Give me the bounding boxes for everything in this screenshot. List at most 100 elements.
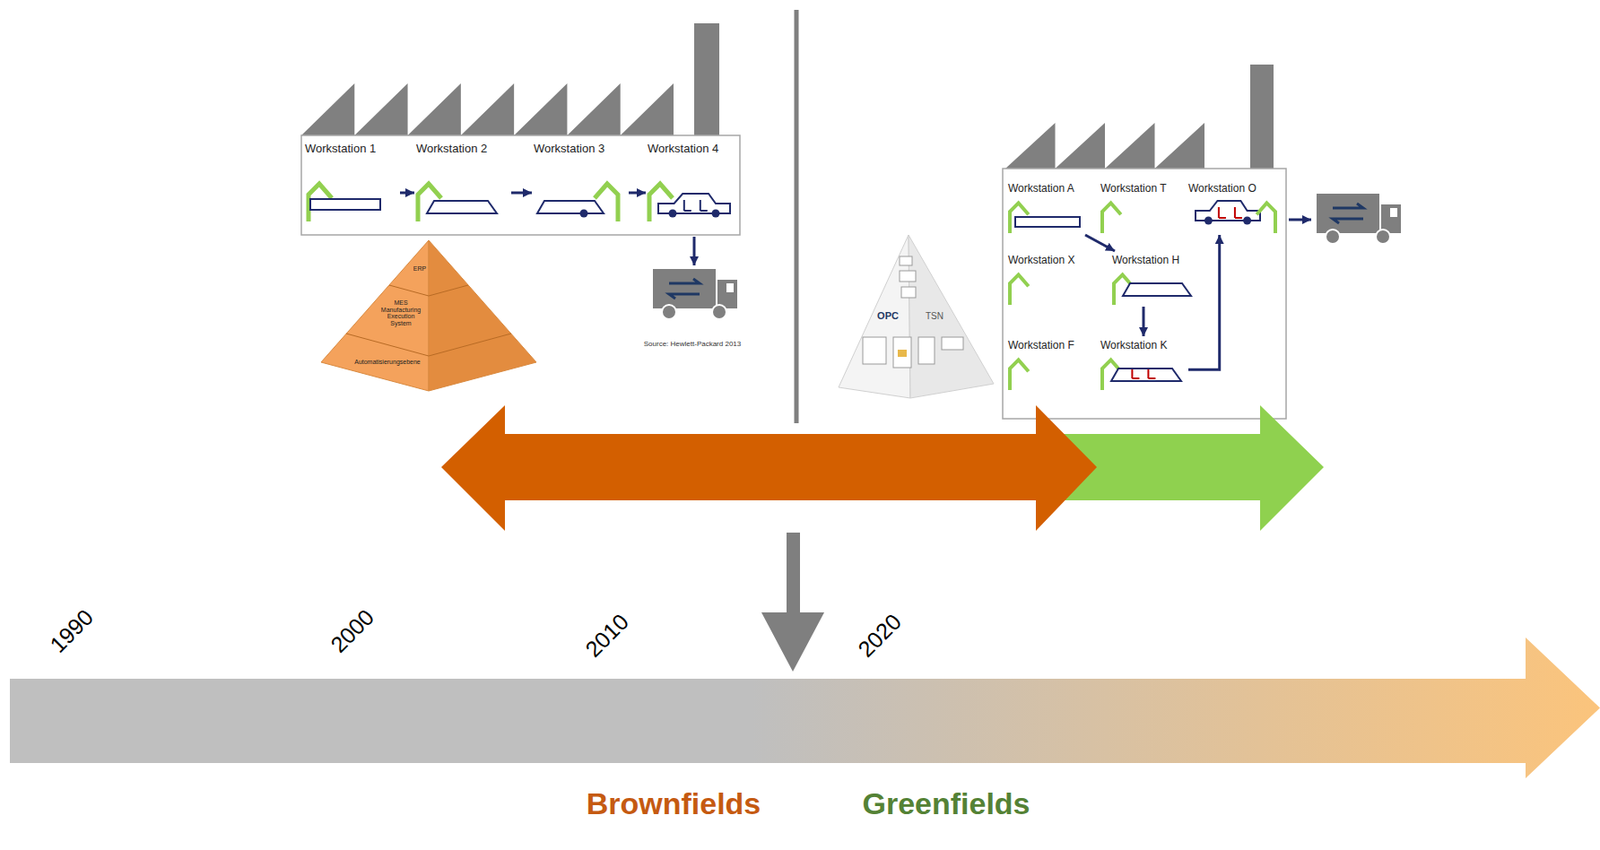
workstation: Workstation F — [1006, 336, 1096, 392]
car-body — [1111, 368, 1182, 382]
pyramid-layer — [389, 285, 429, 296]
robot-arm — [1256, 202, 1276, 234]
drawing-part — [1390, 208, 1398, 218]
drawing-part — [652, 269, 716, 309]
car-part — [1015, 217, 1080, 227]
car-part — [310, 199, 381, 210]
pyramid-right — [838, 234, 994, 399]
drawing-part — [1316, 193, 1380, 234]
robot-arm — [1009, 359, 1029, 391]
protocol-label: TSN — [925, 311, 944, 322]
pyramid-icon — [901, 286, 916, 298]
flow-arrow — [511, 191, 532, 195]
wheel — [1204, 217, 1213, 226]
wheel — [712, 209, 721, 218]
chimney — [694, 23, 720, 136]
drawing-part — [712, 304, 727, 320]
pyramid-face — [908, 234, 994, 399]
car-body — [658, 193, 731, 214]
down-arrow-head — [761, 612, 825, 672]
flow-arrow — [400, 191, 415, 195]
robot-arm — [594, 183, 618, 222]
workstation: Workstation X — [1006, 251, 1096, 307]
truck-icon — [652, 269, 738, 320]
workstation-label: Workstation K — [1100, 339, 1167, 353]
workstation: Workstation 3 — [531, 139, 629, 229]
pyramid-icon — [918, 337, 935, 365]
workstation: Workstation 1 — [303, 139, 400, 229]
workstation: Workstation 2 — [414, 139, 512, 229]
flow-arrow — [1188, 234, 1220, 370]
workstation-label: Workstation O — [1188, 182, 1257, 196]
year-label: 2020 — [853, 609, 907, 663]
wheel — [1243, 217, 1252, 226]
workstation-label: Workstation H — [1112, 254, 1180, 268]
workstation: Workstation 4 — [645, 139, 736, 229]
workstation: Workstation K — [1098, 336, 1189, 392]
robot-arm — [1102, 202, 1122, 234]
brownfield-double-arrow-green — [1060, 405, 1324, 531]
workstation: Workstation H — [1110, 251, 1200, 307]
year-label: 2010 — [581, 609, 635, 663]
pyramid-icon — [941, 337, 964, 350]
divider-line — [794, 9, 800, 424]
pyramid-face — [321, 240, 429, 392]
drawing-part — [1332, 203, 1364, 224]
drawing-part — [669, 278, 700, 299]
pyramid-icon — [897, 349, 907, 357]
workstation-label: Workstation 4 — [647, 142, 719, 157]
workstation-label: Workstation F — [1008, 339, 1075, 353]
figures — [308, 183, 1401, 391]
car-body — [537, 200, 604, 214]
phase-label: Brownfields — [586, 787, 762, 821]
pyramid-face — [428, 240, 537, 392]
workstation: Workstation T — [1098, 179, 1184, 235]
brownfield-double-arrow — [441, 405, 1097, 531]
pyramid-left — [321, 240, 537, 392]
pyramid-layer — [428, 285, 469, 296]
workstation-label: Workstation T — [1100, 182, 1167, 196]
protocol-label: OPC — [877, 310, 899, 322]
sawtooth-roof — [301, 83, 674, 136]
truck-icon — [1316, 193, 1401, 244]
drawing-part — [1325, 229, 1340, 244]
workstation-label: Workstation 2 — [416, 142, 487, 157]
year-label: 2000 — [326, 605, 380, 659]
pyramid-icon — [862, 337, 887, 365]
workstation: Workstation A — [1006, 179, 1096, 235]
factory-right — [1002, 64, 1287, 419]
pyramid-layer — [428, 333, 512, 357]
phase-label: Greenfields — [861, 787, 1030, 821]
pyramid-icon — [899, 270, 916, 282]
flow-arrow — [693, 236, 696, 266]
car-body — [426, 200, 497, 214]
workstation-label: Workstation A — [1008, 182, 1075, 196]
sawtooth-roof — [1005, 122, 1205, 169]
drawing-part — [661, 304, 677, 320]
chimney — [1250, 64, 1274, 169]
factory-panel — [301, 135, 740, 235]
car-seats — [684, 200, 708, 211]
source-note: Source: Hewlett-Packard 2013 — [643, 340, 742, 349]
flow-arrow — [1085, 234, 1115, 252]
wheel — [669, 209, 678, 218]
robot-arm — [1009, 274, 1029, 305]
car-seats — [1218, 207, 1243, 218]
workstation-label: Workstation 1 — [304, 142, 376, 157]
workstation-label: Workstation X — [1008, 254, 1075, 268]
year-label: 1990 — [45, 605, 99, 659]
factory-left — [301, 23, 740, 235]
pyramid-label: Automatisierungsebene — [354, 358, 421, 366]
car-body — [1195, 200, 1261, 221]
timeline-bar — [9, 637, 1600, 779]
workstation: Workstation O — [1186, 179, 1284, 235]
factory-panel — [1002, 168, 1287, 419]
pyramid-icon — [893, 337, 912, 368]
pyramid-label: MES Manufacturing Execution System — [375, 299, 427, 328]
down-arrow-shaft — [786, 532, 800, 614]
flow-arrow — [1142, 306, 1146, 337]
pyramid-layer — [346, 333, 429, 357]
car-seats — [1131, 369, 1156, 379]
